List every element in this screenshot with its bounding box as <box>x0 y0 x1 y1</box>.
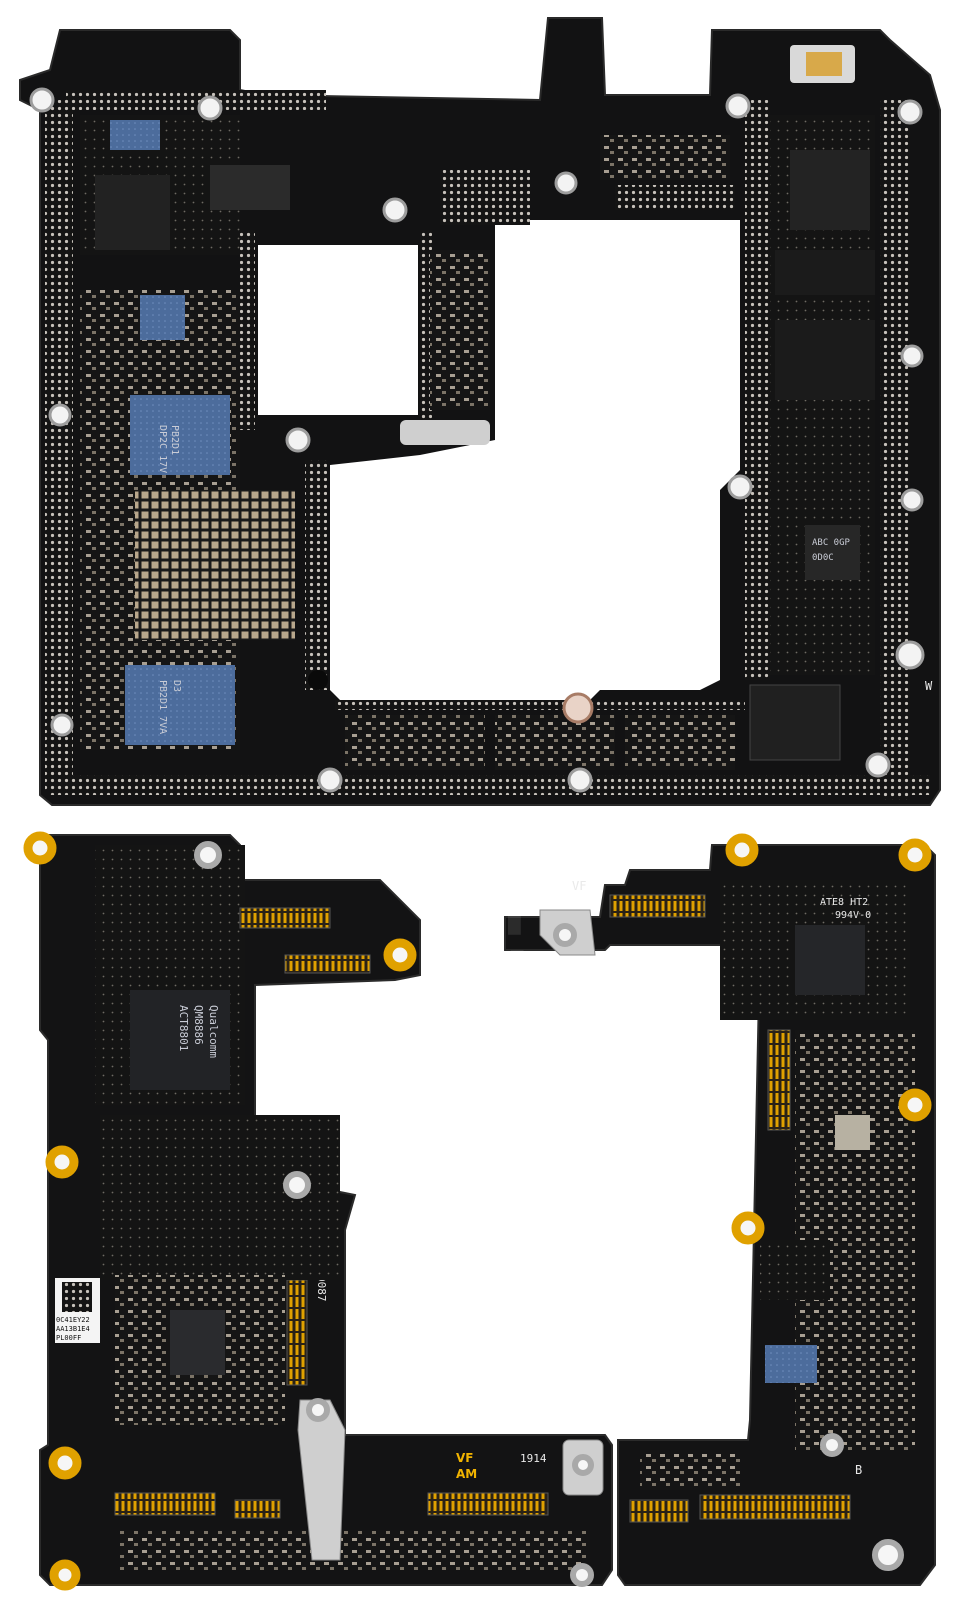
via-column <box>420 230 432 420</box>
component-field <box>345 715 485 770</box>
board-mark: 1914 <box>520 1452 547 1465</box>
chip-label: QM8886 <box>192 1005 205 1045</box>
board-connector <box>609 894 706 918</box>
blue-shield <box>110 120 160 150</box>
dark-standoff <box>308 670 328 690</box>
chip <box>795 925 865 995</box>
chip <box>210 165 290 210</box>
soc-shield-main <box>130 395 230 475</box>
board-connector <box>234 1499 281 1519</box>
qr-code <box>62 1282 92 1312</box>
screw-holes <box>194 841 594 1587</box>
board-mark: VF <box>456 1451 473 1465</box>
board-mark: ATE8 HT2 <box>820 897 868 908</box>
crystal <box>806 52 842 76</box>
blue-shield <box>765 1345 817 1383</box>
chip-label: 0D0C <box>812 553 834 563</box>
chip-label: D3 <box>171 680 182 692</box>
metal-bracket <box>400 420 490 445</box>
component-field <box>430 250 490 410</box>
board-mark: VF <box>572 879 586 893</box>
top-board-cutout-left <box>258 245 418 415</box>
component-field <box>640 1450 740 1490</box>
bottom-right-board: VF ATE8 HT2 994V-0 B <box>504 833 936 1586</box>
chip <box>95 175 170 250</box>
via-row <box>50 775 930 795</box>
chip <box>749 684 841 761</box>
chip-label: ACT8801 <box>177 1005 190 1051</box>
gold-screw-pads <box>23 831 417 1591</box>
bga-pad-array <box>135 490 295 640</box>
top-logic-board: DP2C 17V PB2D1 PB2D1 7VA D3 ABC 0GP 0D0C <box>19 17 941 806</box>
watermark: iFixit <box>433 850 538 1105</box>
label-code: 0C41EY22 <box>56 1316 90 1324</box>
label-code: PL00FF <box>56 1334 81 1342</box>
chip <box>790 150 870 230</box>
via-column <box>305 460 327 690</box>
blue-shield <box>140 295 185 340</box>
board-mark: 994V-0 <box>835 910 871 921</box>
chip-label: ABC 0GP <box>812 538 851 548</box>
component-field <box>600 135 730 180</box>
via-column <box>45 100 73 790</box>
label-code: AA13B1E4 <box>56 1325 90 1333</box>
via-block <box>440 170 530 225</box>
pmic-shield <box>125 665 235 745</box>
chip-label: PB2D1 <box>169 425 180 455</box>
via-row <box>335 700 745 710</box>
board-mark: AM <box>456 1467 477 1481</box>
screw-holes <box>553 923 904 1571</box>
qualcomm-chip <box>130 990 230 1090</box>
component-field <box>495 715 615 770</box>
chip-label: DP2C 17V <box>157 425 168 473</box>
via-row <box>615 185 735 210</box>
component-field <box>625 715 735 770</box>
board-connector <box>114 1492 216 1516</box>
component-field <box>760 1240 830 1300</box>
screw-holes <box>29 87 925 793</box>
board-connector <box>284 954 371 974</box>
chip-label: PB2D1 7VA <box>157 680 168 734</box>
board-connector <box>699 1494 851 1520</box>
board-mark: W <box>925 679 933 693</box>
via-row <box>66 90 326 110</box>
metal-bracket <box>297 1399 346 1561</box>
top-board-cutout-main <box>330 220 740 700</box>
component-field <box>120 1530 590 1570</box>
chip <box>805 525 860 580</box>
board-mark: B <box>855 1463 862 1477</box>
board-connector <box>629 1499 689 1523</box>
board-connector <box>767 1029 791 1131</box>
board-connector <box>239 907 331 929</box>
chip <box>775 320 875 400</box>
chip <box>170 1310 225 1375</box>
chip-label: Qualcomm <box>207 1005 220 1058</box>
gold-screw-pads <box>725 833 932 1245</box>
inductor <box>835 1115 870 1150</box>
via-column <box>240 230 255 430</box>
bottom-left-board: Qualcomm QM8886 ACT8801 0087 0C41EY22 AA… <box>23 831 613 1591</box>
via-column <box>745 100 770 680</box>
board-connector <box>427 1492 549 1516</box>
board-mark: 0087 <box>315 1275 328 1302</box>
chip <box>775 250 875 295</box>
via-column <box>880 100 910 800</box>
component-field <box>100 1115 340 1280</box>
board-connector <box>286 1279 308 1386</box>
